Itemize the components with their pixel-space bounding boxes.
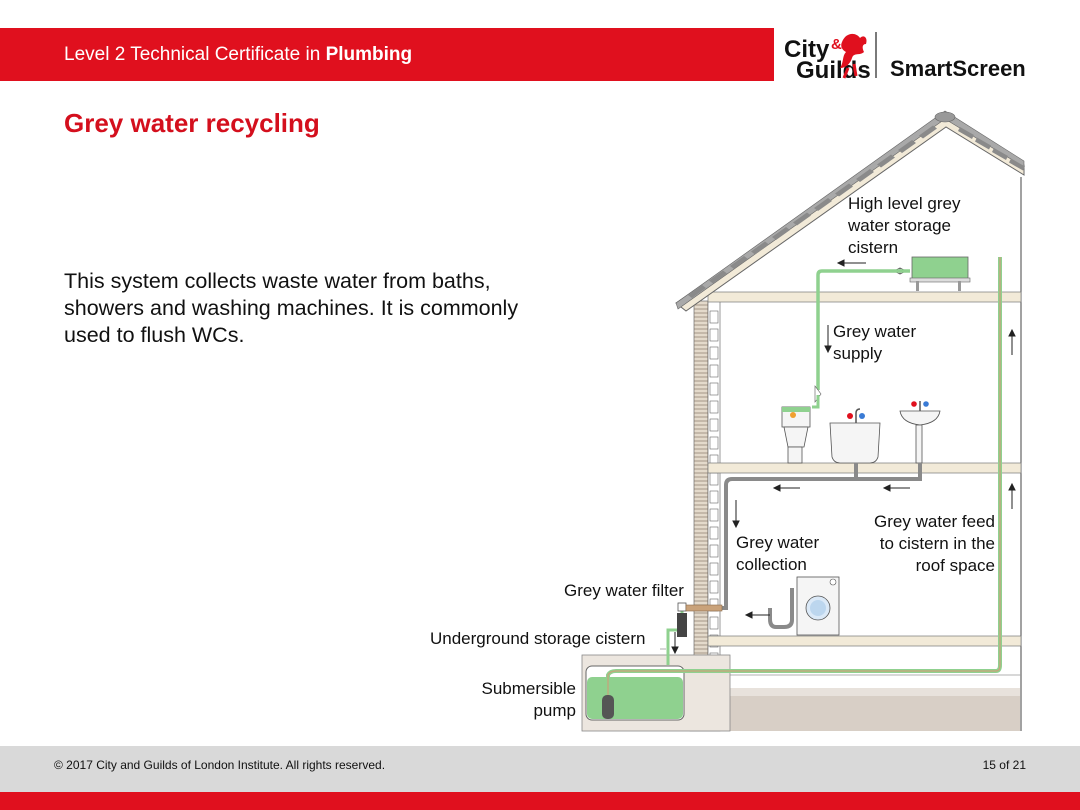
underground-storage-tank [581, 654, 731, 732]
supply-pipe-end [812, 395, 820, 409]
pump-icon [602, 695, 614, 719]
label-line: High level grey [848, 194, 961, 213]
ground-top [710, 688, 1020, 696]
roof-tile [992, 148, 1008, 160]
block-course [709, 526, 719, 540]
label-line: pump [533, 701, 576, 720]
footer-red-band [0, 792, 1080, 810]
flow-arrows [671, 259, 1016, 655]
label-line: Submersible [481, 679, 577, 698]
roof-tile [835, 183, 853, 197]
logo-ampersand: & [831, 36, 842, 53]
footer-band [0, 746, 1080, 792]
ground-floor [707, 635, 1022, 647]
block-course [709, 346, 719, 360]
label-grey-water-feed: Grey water feed to cistern in the roof s… [874, 511, 995, 577]
block-course [709, 400, 719, 414]
logo-city: City [784, 36, 830, 63]
course-subject: Plumbing [325, 44, 413, 65]
label-line: cistern [848, 238, 899, 257]
page-number: 15 of 21 [982, 758, 1026, 772]
roof-tile [814, 198, 832, 211]
block-course [709, 580, 719, 594]
block-course [709, 616, 719, 630]
block-course [709, 436, 719, 450]
label-grey-water-supply: Grey water supply [833, 321, 916, 365]
block-course [709, 472, 719, 486]
roof-tile [1009, 158, 1025, 171]
roof-tiles [688, 125, 1025, 298]
ground [710, 688, 1020, 731]
roof-tile [958, 127, 974, 139]
collection-pipe [688, 463, 922, 610]
roof-tile [898, 140, 916, 153]
roof-tile [877, 154, 895, 168]
label-submersible-pump: Submersible pump [482, 678, 577, 722]
label-line: roof space [915, 556, 995, 575]
label-line: Grey water [833, 322, 917, 341]
roof-tile [793, 212, 811, 226]
header-band [0, 28, 774, 81]
label-line: Grey water feed [874, 512, 995, 531]
slide-body-text: This system collects waste water from ba… [64, 269, 519, 347]
block-course [709, 508, 719, 522]
logo-guilds: Guilds [796, 57, 871, 84]
lion-icon [840, 33, 867, 79]
supply-pipe [816, 269, 910, 390]
block-course [709, 364, 719, 378]
high-level-cistern [893, 256, 971, 291]
label-line: supply [833, 344, 883, 363]
block-course [709, 544, 719, 558]
block-course [709, 328, 719, 342]
roof-tile [688, 285, 706, 298]
roof-tile [709, 270, 727, 284]
copyright-text: © 2017 City and Guilds of London Institu… [54, 758, 386, 772]
course-prefix: Level 2 Technical Certificate in [64, 44, 326, 65]
roof-tile [730, 256, 748, 269]
block-course [709, 382, 719, 396]
label-line: to cistern in the [879, 534, 995, 553]
first-floor [707, 462, 1022, 474]
slide-title: Grey water recycling [64, 108, 320, 138]
feed-pipe-outline [607, 257, 1001, 695]
block-course [709, 490, 719, 504]
course-title: Level 2 Technical Certificate in Plumbin… [64, 44, 412, 66]
filter-icon [677, 602, 723, 637]
label-storage-cistern: High level grey water storage cistern [848, 193, 960, 259]
roof-tile [919, 125, 937, 139]
basin-icon [899, 401, 941, 464]
bath-icon [829, 408, 881, 464]
label-underground-cistern: Underground storage cistern [430, 629, 646, 648]
grey-water-diagram: High level grey water storage cistern Gr… [420, 105, 1040, 740]
wc-icon [781, 406, 811, 464]
label-line: Grey water [736, 533, 820, 552]
logo-svg: City & Guilds SmartScreen [784, 32, 1026, 84]
roof-tile [751, 241, 769, 255]
label-grey-water-collection: Grey water collection [736, 532, 819, 576]
label-grey-water-filter: Grey water filter [564, 581, 684, 600]
roof-tile [856, 169, 874, 182]
label-line: collection [736, 555, 807, 574]
block-course [709, 310, 719, 324]
washer-waste-pipe [768, 588, 794, 629]
logo-smartscreen: SmartScreen [890, 56, 1026, 81]
washing-machine-icon [796, 576, 840, 636]
label-line: water storage [848, 216, 951, 235]
house-diagram-svg [581, 110, 1025, 732]
roof-tile [772, 227, 790, 240]
block-course [709, 418, 719, 432]
roof-tile [975, 137, 991, 150]
block-course [709, 562, 719, 576]
city-guilds-logo: City & Guilds SmartScreen [780, 28, 1040, 84]
loft-floor [707, 291, 1022, 303]
